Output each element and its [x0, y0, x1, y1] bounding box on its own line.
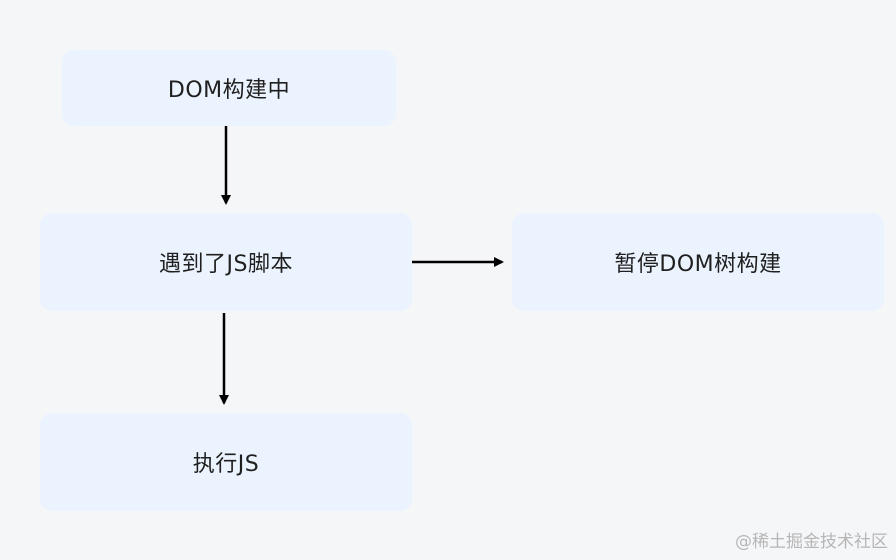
js-encounter-node: 遇到了JS脚本: [40, 213, 412, 311]
pause-dom-node: 暂停DOM树构建: [512, 213, 884, 311]
execute-js-node: 执行JS: [40, 413, 412, 511]
watermark: @稀土掘金技术社区: [735, 532, 888, 552]
dom-building-label: DOM构建中: [167, 78, 291, 103]
pause-dom-label: 暂停DOM树构建: [614, 252, 782, 277]
execute-js-label: 执行JS: [192, 452, 260, 477]
dom-building-node: DOM构建中: [62, 50, 396, 126]
js-encounter-label: 遇到了JS脚本: [159, 252, 293, 277]
